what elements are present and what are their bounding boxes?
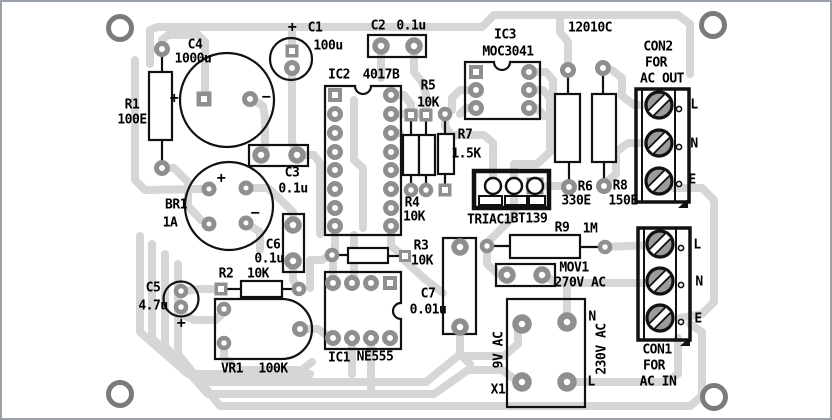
pad-R4-top <box>404 108 418 122</box>
pad-R2-left <box>214 282 228 296</box>
screw-con1-n <box>645 266 675 296</box>
bridge-BR1 <box>183 160 275 252</box>
capacitor-C1 <box>268 36 314 82</box>
connector-CON1 <box>636 226 692 346</box>
capacitor-C6 <box>281 212 306 274</box>
component-outlines <box>147 33 692 409</box>
resistor-R1 <box>147 54 174 163</box>
mounting-hole-bottom-left <box>106 380 134 408</box>
connector-CON2 <box>634 87 691 208</box>
round-pads <box>154 37 613 392</box>
resistor-R3 <box>337 246 399 265</box>
triac-pads <box>483 176 545 196</box>
connector-pin-holes <box>675 105 685 326</box>
resistor-R7 <box>436 119 456 185</box>
mounting-hole-top-left <box>106 14 134 42</box>
capacitor-C3 <box>247 143 310 168</box>
resistor-R6 <box>553 75 582 182</box>
pad-R5-top <box>419 108 433 122</box>
capacitor-C2 <box>366 33 428 59</box>
resistor-R5 <box>417 120 437 185</box>
resistor-R8 <box>590 73 618 181</box>
varistor-MOV1 <box>494 262 557 288</box>
triac-TRIAC1 <box>471 168 552 211</box>
mounting-holes <box>106 11 728 411</box>
pad-IC1-pin <box>383 276 397 290</box>
pad-IC3-pin1 <box>469 65 483 79</box>
screw-con2-n <box>644 128 674 158</box>
mounting-hole-top-right <box>699 11 727 39</box>
capacitor-C5 <box>162 280 200 318</box>
mounting-hole-bottom-right <box>700 383 728 411</box>
pad-C1-plus <box>285 44 299 58</box>
capacitor-C4 <box>178 51 276 149</box>
pad-C4-plus <box>196 91 212 107</box>
screw-con1-l <box>645 229 675 259</box>
screw-con1-e <box>645 303 675 333</box>
resistor-R2 <box>227 279 294 299</box>
terminal-screws <box>644 90 675 333</box>
resistor-R9 <box>492 233 600 260</box>
pad-R3-right <box>399 250 411 262</box>
screw-con2-e <box>644 166 674 196</box>
ic-IC2 <box>323 84 403 237</box>
ic-IC3 <box>463 60 542 121</box>
pad-IC2-pin1 <box>328 88 342 102</box>
preset-VR1 <box>213 297 314 361</box>
pad-R7-bottom <box>438 183 452 197</box>
transformer-X1 <box>505 297 587 409</box>
ic-IC1 <box>323 270 403 351</box>
resistor-R4 <box>401 120 421 185</box>
screw-con2-l <box>644 90 674 120</box>
